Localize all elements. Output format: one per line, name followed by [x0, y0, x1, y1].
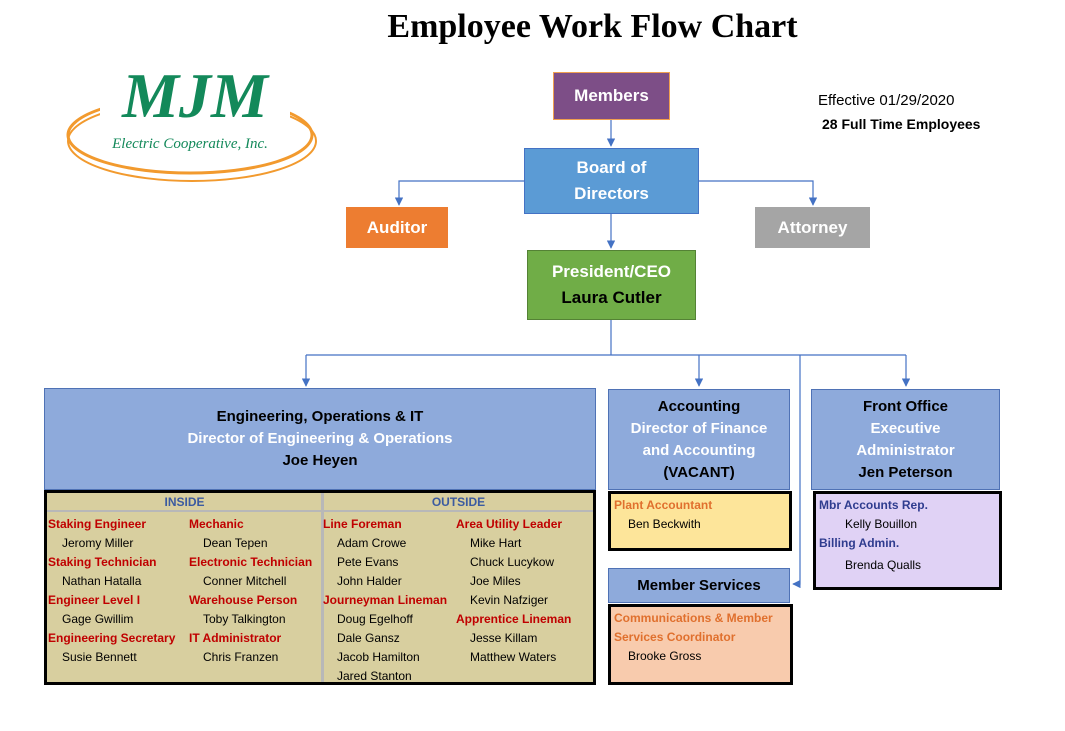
director-name: Joe Heyen: [282, 452, 358, 469]
svg-text:MJM: MJM: [121, 60, 270, 131]
dept-name: Member Services: [637, 576, 761, 594]
members-label: Members: [574, 86, 649, 105]
dept-name: Accounting: [657, 397, 741, 415]
role-title: Engineering Secretary: [48, 631, 176, 645]
director-name: (VACANT): [663, 463, 735, 481]
role-title: Services Coordinator: [614, 630, 736, 644]
mjm-logo: MJM Electric Cooperative, Inc.: [66, 60, 317, 182]
auditor-box: Auditor: [346, 207, 448, 248]
role-title: IT Administrator: [189, 631, 282, 645]
staff-name: Chris Franzen: [203, 650, 279, 664]
staff-name: Jesse Killam: [470, 631, 538, 645]
staff-name: Joe Miles: [470, 574, 521, 588]
role-title: Line Foreman: [323, 517, 402, 531]
staff-name: Mike Hart: [470, 536, 522, 550]
role-title: Plant Accountant: [614, 498, 713, 512]
engineering-box: Engineering, Operations & IT Director of…: [44, 388, 596, 490]
staff-name: Brooke Gross: [628, 649, 702, 663]
role-title: Warehouse Person: [189, 593, 298, 607]
president-name: Laura Cutler: [561, 288, 662, 307]
accounting-staff: Plant Accountant Ben Beckwith: [608, 491, 792, 551]
staff-name: Jeromy Miller: [62, 536, 134, 550]
svg-text:Electric Cooperative, Inc.: Electric Cooperative, Inc.: [111, 136, 268, 152]
role-title: Journeyman Lineman: [323, 593, 448, 607]
inside-header: INSIDE: [47, 493, 322, 512]
front-office-staff: Mbr Accounts Rep. Kelly Bouillon Billing…: [813, 491, 1002, 590]
dept-name: Engineering, Operations & IT: [216, 408, 424, 425]
role-title: Area Utility Leader: [456, 517, 563, 531]
role-title: Apprentice Lineman: [456, 612, 572, 626]
divider: [321, 493, 324, 682]
staff-name: Dale Gansz: [337, 631, 400, 645]
members-box: Members: [553, 72, 670, 120]
director-title: Director of Finance: [630, 419, 768, 437]
president-title: President/CEO: [551, 262, 672, 281]
role-title: Billing Admin.: [819, 536, 900, 550]
staff-name: Kelly Bouillon: [845, 517, 918, 531]
dept-name: Front Office: [863, 397, 948, 415]
staff-name: John Halder: [337, 574, 402, 588]
board-label: Board of: [576, 158, 647, 177]
staff-name: Ben Beckwith: [628, 517, 701, 531]
role-title: Electronic Technician: [189, 555, 313, 569]
front-office-box: Front Office Executive Administrator Jen…: [811, 389, 1000, 490]
role-title: Mechanic: [189, 517, 244, 531]
role-title: Staking Engineer: [48, 517, 147, 531]
role-title: Communications & Member: [614, 611, 773, 625]
director-title: and Accounting: [642, 441, 756, 459]
staff-name: Conner Mitchell: [203, 574, 287, 588]
role-title: Engineer Level I: [48, 593, 141, 607]
staff-name: Brenda Qualls: [845, 558, 922, 572]
staff-name: Jacob Hamilton: [337, 650, 420, 664]
staff-name: Adam Crowe: [337, 536, 407, 550]
staff-name: Gage Gwillim: [62, 612, 134, 626]
member-services-staff: Communications & Member Services Coordin…: [608, 604, 793, 685]
board-box: Board of Directors: [524, 148, 699, 214]
auditor-label: Auditor: [366, 217, 428, 237]
director-title: Executive: [870, 419, 941, 437]
role-title: Mbr Accounts Rep.: [819, 498, 928, 512]
member-services-box: Member Services: [608, 568, 790, 603]
page-title: Employee Work Flow Chart: [387, 8, 798, 45]
attorney-label: Attorney: [777, 217, 848, 237]
staff-name: Kevin Nafziger: [470, 593, 549, 607]
attorney-box: Attorney: [755, 207, 870, 248]
president-box: President/CEO Laura Cutler: [527, 250, 696, 320]
director-name: Jen Peterson: [858, 463, 953, 481]
staff-name: Nathan Hatalla: [62, 574, 142, 588]
staff-name: Toby Talkington: [203, 612, 286, 626]
staff-name: Jared Stanton: [337, 669, 412, 683]
staff-name: Doug Egelhoff: [337, 612, 413, 626]
staff-name: Dean Tepen: [203, 536, 268, 550]
outside-header: OUTSIDE: [324, 493, 593, 512]
staff-name: Chuck Lucykow: [470, 555, 555, 569]
director-title: Administrator: [856, 441, 955, 459]
employee-count: 28 Full Time Employees: [822, 116, 981, 132]
accounting-box: Accounting Director of Finance and Accou…: [608, 389, 790, 490]
staff-name: Matthew Waters: [470, 650, 557, 664]
staff-name: Pete Evans: [337, 555, 399, 569]
effective-date: Effective 01/29/2020: [818, 92, 955, 109]
director-title: Director of Engineering & Operations: [187, 430, 453, 447]
staff-name: Susie Bennett: [62, 650, 137, 664]
board-label: Directors: [574, 184, 649, 203]
role-title: Staking Technician: [48, 555, 157, 569]
